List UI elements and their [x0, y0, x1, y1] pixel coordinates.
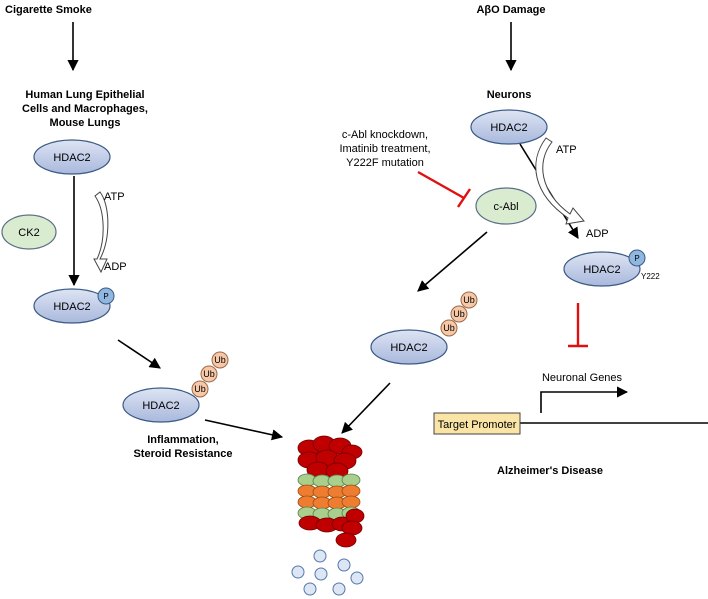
ck2-label: CK2	[18, 227, 39, 239]
left-ubiquitinated-hdac2-node: HDAC2 Ub Ub Ub	[122, 351, 229, 423]
proteasome-top-ring	[297, 435, 363, 480]
left-ub-label-3: Ub	[214, 355, 226, 365]
right-trigger-title: AβO Damage	[476, 4, 545, 16]
right-phospho-hdac2-label: HDAC2	[583, 264, 620, 276]
left-ub-hdac2-label: HDAC2	[142, 400, 179, 412]
degraded-peptides	[291, 549, 364, 596]
ck2-node: CK2	[1, 214, 57, 250]
right-hdac2-node: HDAC2	[470, 109, 548, 145]
right-phosphate-badge	[628, 249, 646, 267]
left-ub-bubble-1	[191, 380, 209, 398]
left-atp-adp-curved-arrow	[93, 191, 109, 274]
right-adp-label: ADP	[586, 228, 609, 240]
left-hdac2-label: HDAC2	[53, 152, 90, 164]
proteasome-orange-ring-1	[297, 484, 361, 499]
target-promoter-box	[433, 412, 521, 435]
right-degradation-arrow	[341, 382, 391, 434]
right-ub-label-2: Ub	[453, 309, 465, 319]
right-ubiquitination-arrow	[417, 231, 488, 292]
left-atp-label: ATP	[104, 191, 125, 203]
right-ub-hdac2-label: HDAC2	[390, 342, 427, 354]
gene-repression-bar	[568, 303, 588, 348]
left-ub-bubble-3	[211, 351, 229, 369]
right-atp-label: ATP	[556, 144, 577, 156]
inhibitor-line2: Imatinib treatment,	[339, 143, 430, 155]
right-atp-adp-curved-arrow	[535, 137, 585, 225]
proteasome-green-ring-1	[297, 473, 361, 488]
left-degradation-arrow	[204, 419, 284, 441]
left-outcome-line1: Inflammation,	[147, 434, 219, 446]
left-cells-line1: Human Lung Epithelial	[25, 89, 144, 101]
neuronal-genes-label: Neuronal Genes	[542, 372, 623, 384]
inhibitor-line3: Y222F mutation	[346, 157, 424, 169]
cabl-label: c-Abl	[493, 201, 518, 213]
left-outcome-line2: Steroid Resistance	[133, 448, 232, 460]
right-ub-bubble-3	[460, 291, 478, 309]
left-ub-label-2: Ub	[203, 369, 215, 379]
inhibitor-line1: c-Abl knockdown,	[342, 129, 428, 141]
disease-label: Alzheimer's Disease	[497, 465, 603, 477]
right-ub-label-3: Ub	[463, 295, 475, 305]
left-phosphate-label: P	[103, 292, 108, 301]
phospho-site-label: Y222	[641, 272, 660, 281]
cabl-node: c-Abl	[475, 187, 537, 225]
right-hdac2-label: HDAC2	[490, 122, 527, 134]
left-phosphate-badge	[97, 287, 115, 305]
right-ub-label-1: Ub	[443, 323, 455, 333]
right-ub-bubble-1	[440, 319, 458, 337]
right-ub-bubble-2	[450, 305, 468, 323]
right-phosphate-label: P	[634, 254, 639, 263]
left-phospho-hdac2-label: HDAC2	[53, 301, 90, 313]
right-cells-title: Neurons	[487, 89, 532, 101]
left-adp-label: ADP	[104, 261, 127, 273]
left-hdac2-node: HDAC2	[33, 139, 111, 175]
left-cells-line3: Mouse Lungs	[50, 117, 121, 129]
right-ubiquitinated-hdac2-node: HDAC2 Ub Ub Ub	[370, 291, 478, 365]
left-ub-label-1: Ub	[194, 384, 206, 394]
right-phospho-hdac2-node: HDAC2 P Y222	[563, 249, 660, 287]
proteasome	[297, 435, 365, 548]
proteasome-orange-ring-2	[297, 495, 361, 510]
left-cells-line2: Cells and Macrophages,	[22, 103, 148, 115]
cabl-inhibition-bar	[417, 170, 471, 208]
target-promoter-label: Target Promoter	[438, 419, 517, 431]
left-trigger-title: Cigarette Smoke	[5, 4, 92, 16]
left-ubiquitination-arrow	[117, 339, 161, 369]
left-ub-bubble-2	[200, 365, 218, 383]
left-phospho-hdac2-node: HDAC2 P	[33, 287, 115, 324]
transcription-start-arrow	[540, 386, 629, 413]
proteasome-bottom-ring	[298, 508, 365, 548]
